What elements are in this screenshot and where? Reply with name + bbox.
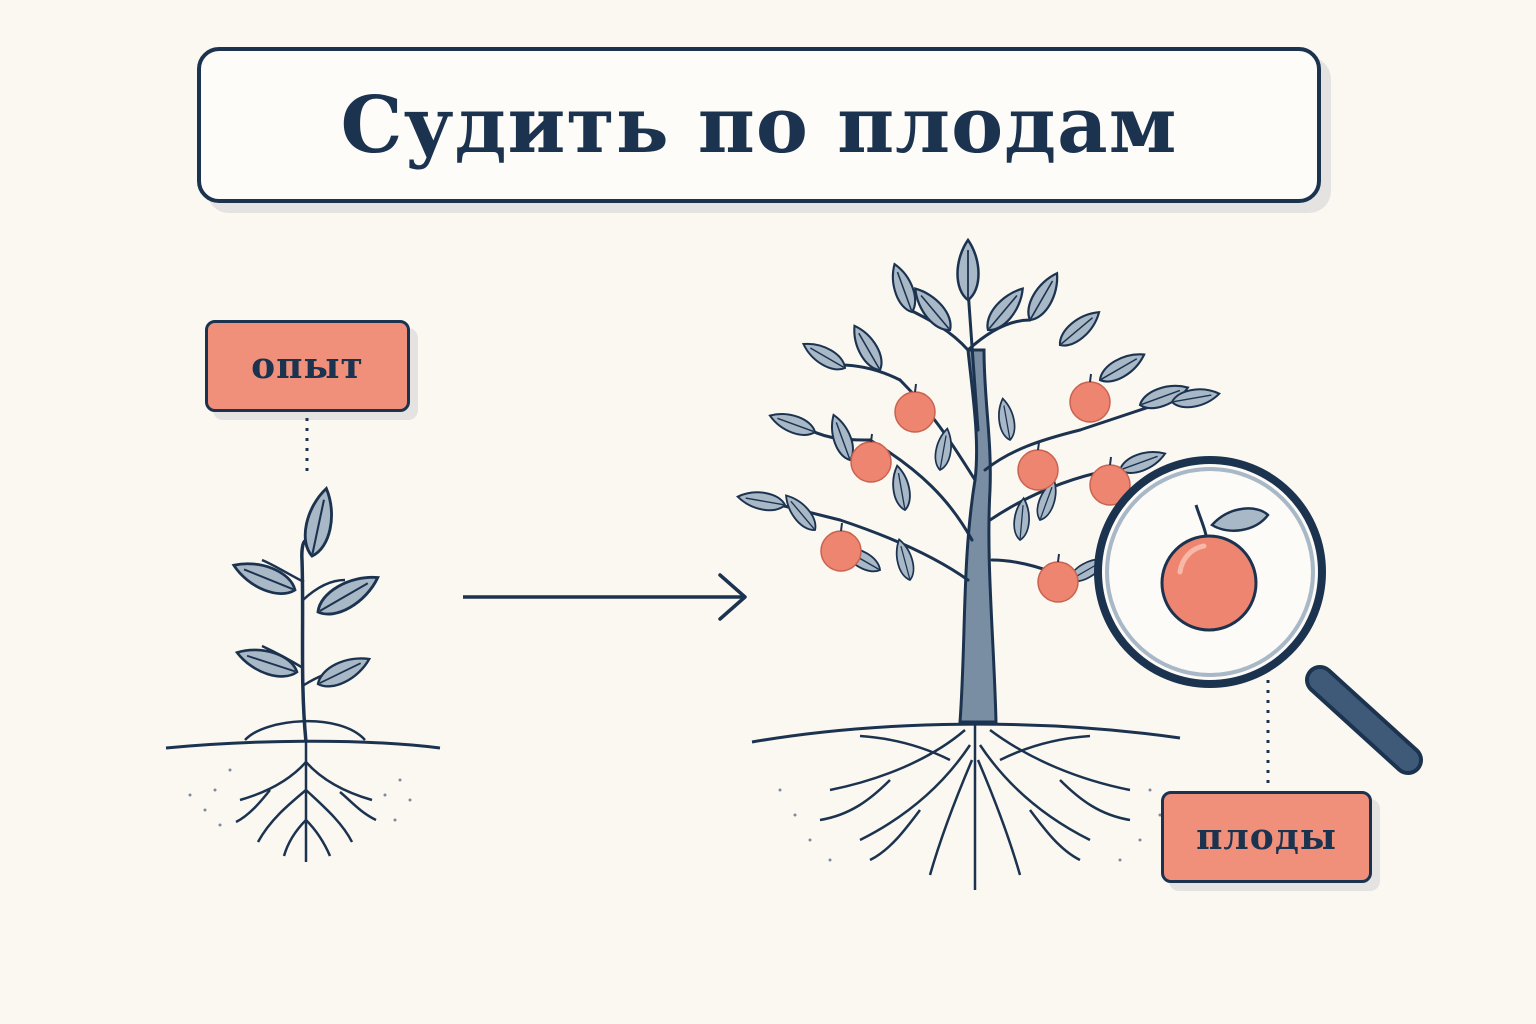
apple-icon — [1160, 504, 1270, 632]
fruit-tree-icon — [735, 238, 1222, 890]
experience-label: опыт — [205, 320, 410, 412]
fruits-label: плоды — [1161, 791, 1372, 883]
sapling-icon — [165, 418, 441, 862]
magnifier-icon — [1094, 456, 1423, 788]
arrow-right-icon — [463, 573, 747, 621]
page-title: Судить по плодам — [340, 79, 1178, 171]
experience-label-text: опыт — [251, 345, 364, 387]
fruits-label-text: плоды — [1196, 816, 1337, 858]
title-banner: Судить по плодам — [197, 47, 1321, 203]
